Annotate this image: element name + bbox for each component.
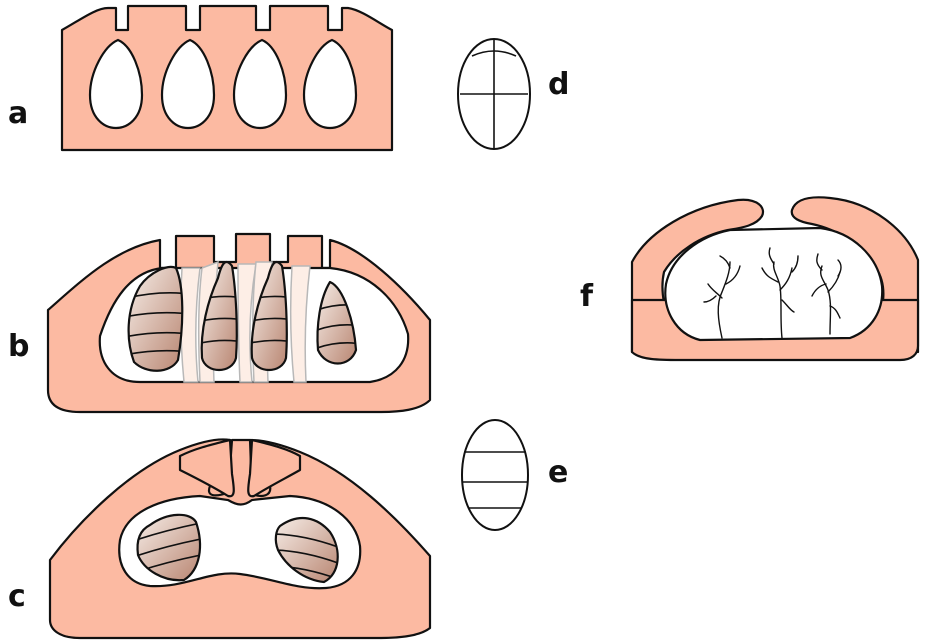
panel-a: a bbox=[8, 6, 392, 150]
panel-b: b bbox=[8, 234, 430, 412]
panel-label-c: c bbox=[8, 579, 26, 614]
paraphyses-cavity bbox=[665, 228, 882, 340]
panel-c: c bbox=[8, 439, 430, 638]
panel-label-f: f bbox=[580, 279, 594, 314]
panel-label-e: e bbox=[548, 455, 568, 490]
phragmo-spore bbox=[462, 420, 528, 530]
panel-e: e bbox=[462, 420, 568, 530]
panel-d: d bbox=[458, 39, 569, 149]
panel-f: f bbox=[580, 197, 918, 360]
panel-label-b: b bbox=[8, 329, 29, 364]
panel-label-d: d bbox=[548, 67, 569, 102]
panel-label-a: a bbox=[8, 96, 28, 131]
